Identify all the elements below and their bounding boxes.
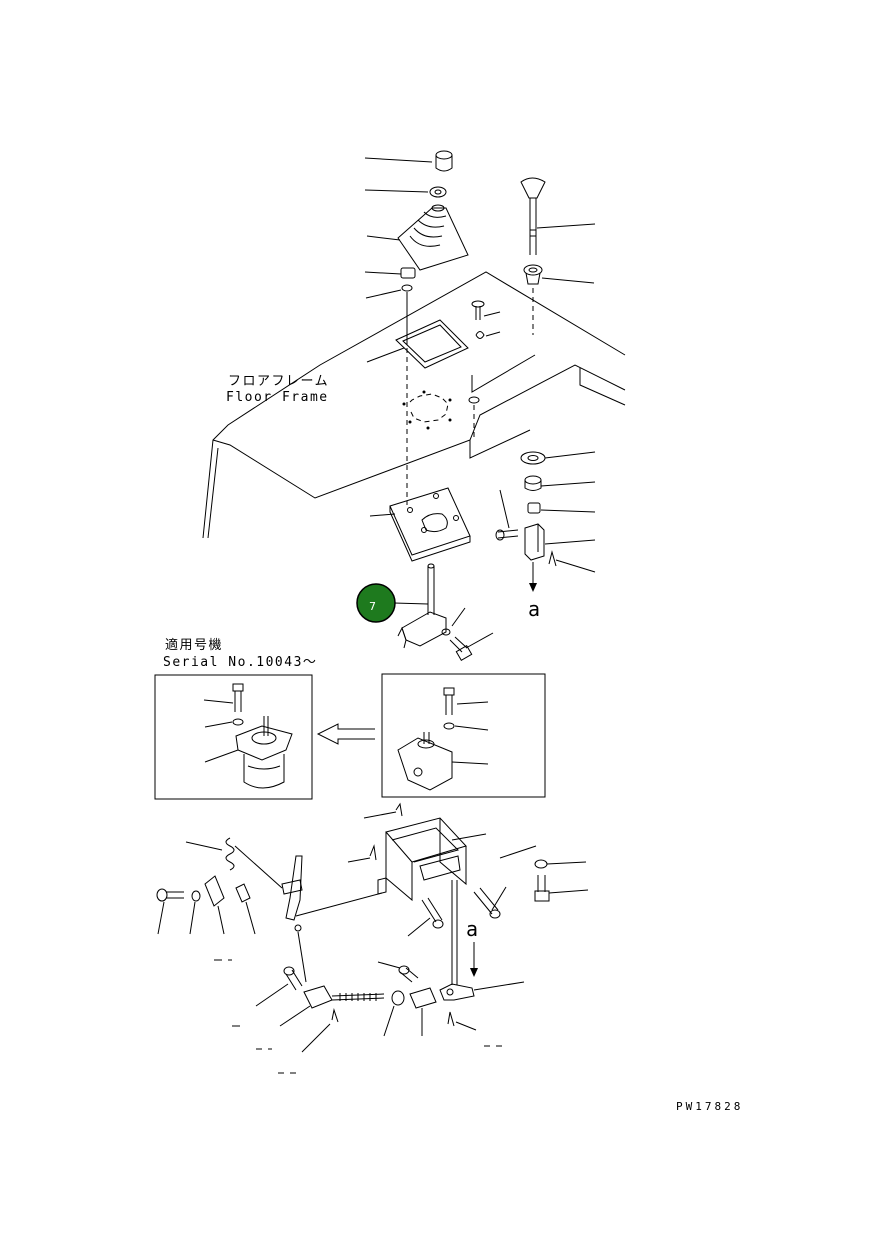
floor-bolt-holes	[402, 390, 452, 430]
label-a-bottom: a	[466, 917, 478, 941]
clevis-bottom-mid	[409, 987, 437, 1036]
top-nut	[364, 186, 447, 198]
clevis-pin-mid	[407, 897, 444, 937]
cotter-pin-top	[548, 550, 596, 573]
callout-badge: 7	[356, 583, 396, 623]
label-a-top: a	[528, 597, 540, 621]
linkage-bracket	[377, 817, 487, 902]
clevis-bottom-left	[279, 985, 385, 1027]
lever-bushing	[523, 264, 595, 285]
lever-assembly	[393, 563, 447, 649]
floor-frame	[202, 271, 626, 539]
washer-lever	[441, 607, 466, 636]
floor-hole-small	[468, 396, 480, 404]
floor-frame-ja: フロアフレーム	[228, 374, 329, 389]
return-spring	[185, 837, 283, 889]
nut-bottom-mid	[383, 990, 405, 1037]
link-rod-left	[295, 892, 383, 917]
linkage-bolt-right	[534, 875, 589, 902]
pivot-lever	[281, 855, 307, 983]
lever-nut	[364, 267, 416, 279]
linkage-pin	[473, 886, 507, 919]
arrow-a-top-head	[529, 583, 537, 592]
cotter-bottom-left	[301, 1008, 339, 1053]
bracket-left	[204, 875, 225, 935]
linkage-washer-right	[499, 845, 587, 869]
clip-small	[475, 331, 501, 339]
bolt-lever	[449, 632, 494, 662]
spacer-left	[235, 883, 256, 935]
detail-box-new	[154, 674, 313, 800]
mount-plate	[369, 487, 471, 562]
detail-arrow	[316, 723, 375, 745]
detail-box-old	[381, 673, 546, 798]
bolt-side	[495, 489, 519, 541]
bolt-left	[156, 888, 184, 935]
floor-hole	[409, 393, 449, 423]
hex-nut-large	[524, 475, 596, 491]
washer-left	[189, 890, 201, 935]
drawing-code: PW17828	[676, 1100, 743, 1113]
lever-washer	[365, 284, 413, 299]
pin-bottom-left	[255, 966, 303, 1007]
knob-part	[364, 150, 453, 172]
arrow-a-bottom-head	[470, 968, 478, 977]
cotter-bottom-right	[447, 1011, 477, 1031]
pin-bottom-mid	[377, 961, 419, 983]
hex-nut-small	[527, 502, 596, 514]
lever-arm-bottom	[439, 981, 525, 1001]
floor-frame-en: Floor Frame	[226, 390, 329, 405]
cotter-pin-bracket	[347, 802, 403, 863]
shift-lever-knob	[520, 177, 596, 255]
callout-number: 7	[369, 600, 376, 613]
serial-ja: 適用号機	[165, 637, 223, 653]
gasket-plate	[366, 319, 469, 369]
washer-large	[520, 451, 596, 465]
joint-block	[524, 523, 596, 561]
screw-small	[471, 300, 501, 320]
serial-en: Serial No.10043～	[163, 655, 317, 670]
rubber-boot	[366, 204, 469, 271]
